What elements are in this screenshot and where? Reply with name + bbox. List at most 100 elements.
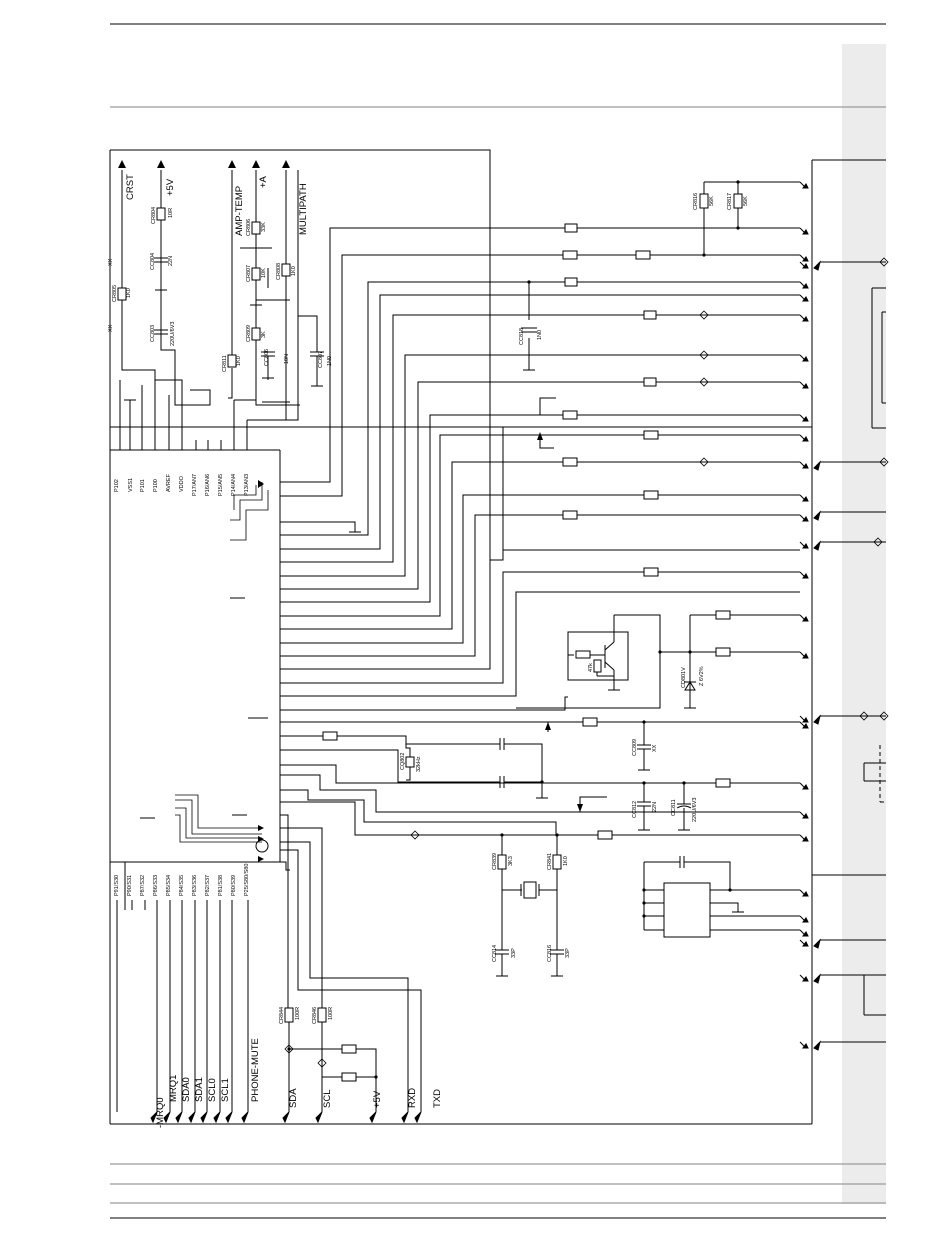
val-cd801: Z 6V2%: [699, 666, 705, 686]
ref-cc816: CC816: [547, 945, 553, 962]
pin-labels-bottom: P91/S30 P90/S31 P87/S32 P86/S33 P85/S34 …: [114, 864, 250, 896]
connector-marker: [799, 889, 809, 897]
val-cr844: 100R: [295, 1007, 301, 1020]
connector-marker: [175, 1111, 183, 1124]
pin-label-top: P100: [153, 479, 159, 492]
label-txd: TXD: [432, 1089, 443, 1108]
right-connectors: [799, 181, 821, 1051]
connector-marker: [799, 294, 809, 302]
ref-cc818: CC818: [519, 328, 525, 345]
val-cr811: 1K0: [236, 356, 242, 366]
connector-marker: [315, 1111, 323, 1124]
label-scl0: SCL0: [207, 1078, 218, 1102]
connector-marker: [813, 540, 821, 551]
upper-bus-wires: [230, 480, 269, 541]
pin-label-top: VDDO: [179, 475, 185, 492]
label-plus-a: +A: [258, 175, 269, 188]
ref-cq802: CQ802: [400, 753, 406, 770]
val-cc807: 1N0: [327, 356, 333, 366]
val-cr809: 3K: [261, 331, 267, 338]
val-cr804: 10R: [168, 208, 174, 218]
connector-marker: [799, 314, 809, 322]
margin-band: [842, 44, 886, 1204]
val-cr841: 1K0: [563, 856, 569, 866]
connector-marker: [799, 715, 809, 723]
ref-cr817: CR817: [727, 193, 733, 210]
bottom-bus-network: [280, 814, 422, 1112]
top-arrows: [118, 160, 290, 168]
connector-marker: [150, 1111, 158, 1124]
connector-marker: [369, 1111, 377, 1124]
ref-cc807: CC807: [318, 351, 324, 368]
ref-cc812: CC812: [632, 801, 638, 818]
label-xx-2: XX: [108, 324, 114, 332]
val-cr817: 56K: [743, 196, 749, 206]
test-points: [284, 257, 889, 1068]
connector-marker: [813, 1040, 821, 1051]
pin-label-bottom: P25/S80/S80: [244, 864, 250, 896]
connector-marker: [241, 1111, 249, 1124]
val-cr805: 1K0: [126, 288, 132, 298]
ref-cr846: CR846: [312, 1007, 318, 1024]
label-sda0: SDA0: [181, 1077, 192, 1102]
val-cr839: 3K3: [508, 856, 514, 866]
top-right-components: [527, 180, 800, 284]
connector-marker: [799, 939, 809, 947]
pin-label-bottom: P87/S32: [140, 875, 146, 896]
ic-right-nets: [280, 227, 800, 711]
label-sda: SDA: [288, 1088, 299, 1108]
pin-label-top: P14/AN4: [231, 474, 237, 496]
connector-marker: [414, 1111, 422, 1124]
connector-marker: [799, 721, 809, 729]
val-cc816: 33P: [565, 948, 571, 958]
val-cc811: 220U/6V3: [692, 798, 698, 822]
val-cq802: 32kHz: [416, 756, 422, 772]
bottom-connectors: [150, 1111, 422, 1124]
val-cc806: 10N: [284, 354, 290, 364]
ref-cr807: CR807: [246, 265, 252, 282]
connector-marker: [799, 974, 809, 982]
connector-marker: [282, 1111, 290, 1124]
component-labels: CR804 10R CC804 22N CR805 1K0 CC803 220U…: [112, 193, 749, 1024]
pin-label-top: P13/AN3: [244, 474, 250, 496]
connector-marker: [813, 714, 821, 725]
ref-cd801: CD801V: [681, 667, 687, 688]
val-cc803: 220U/6V3: [170, 322, 176, 346]
eeprom-ic: [642, 856, 800, 938]
pin-label-bottom: P80/S39: [231, 875, 237, 896]
val-cc814: 33P: [511, 948, 517, 958]
ref-cr804: CR804: [151, 207, 157, 224]
pin-label-top: VSS1: [128, 478, 134, 492]
val-cr808: 1K0: [291, 266, 297, 276]
connector-marker: [188, 1111, 196, 1124]
connector-marker: [799, 181, 809, 189]
val-cc804: 22N: [168, 256, 174, 266]
ic-top-pins: [119, 370, 248, 450]
ref-cc803: CC803: [150, 325, 156, 342]
connector-marker: [813, 460, 821, 471]
top-net-labels: CRST +5V AMP-TEMP +A MULTIPATH: [125, 174, 309, 236]
pin-label-bottom: P85/S34: [166, 875, 172, 896]
connector-marker: [799, 929, 809, 937]
label-crst: CRST: [125, 174, 136, 200]
val-cr816: 56K: [709, 196, 715, 206]
val-cc818: 1N0: [537, 330, 543, 340]
connector-marker: [799, 571, 809, 579]
connector-marker: [799, 381, 809, 389]
pin-label-bottom: P83/S36: [192, 875, 198, 896]
label-rxd: RXD: [407, 1088, 418, 1108]
connector-marker: [813, 938, 821, 949]
pin-label-top: P102: [114, 479, 120, 492]
connector-marker: [813, 510, 821, 521]
pin-label-top: P17/AN7: [192, 474, 198, 496]
connector-marker: [799, 227, 809, 235]
label-multipath: MULTIPATH: [298, 183, 309, 235]
connector-marker: [813, 973, 821, 984]
connector-marker: [163, 1111, 171, 1124]
label-phone-mute: PHONE-MUTE: [250, 1038, 261, 1102]
label-mrq1: MRQ1: [168, 1075, 179, 1102]
bottom-net-labels: -MRQ0 MRQ1 SDA0 SDA1 SCL0 SCL1 PHONE-MUT…: [155, 1038, 443, 1128]
left-pin-stubs: [116, 399, 268, 1112]
